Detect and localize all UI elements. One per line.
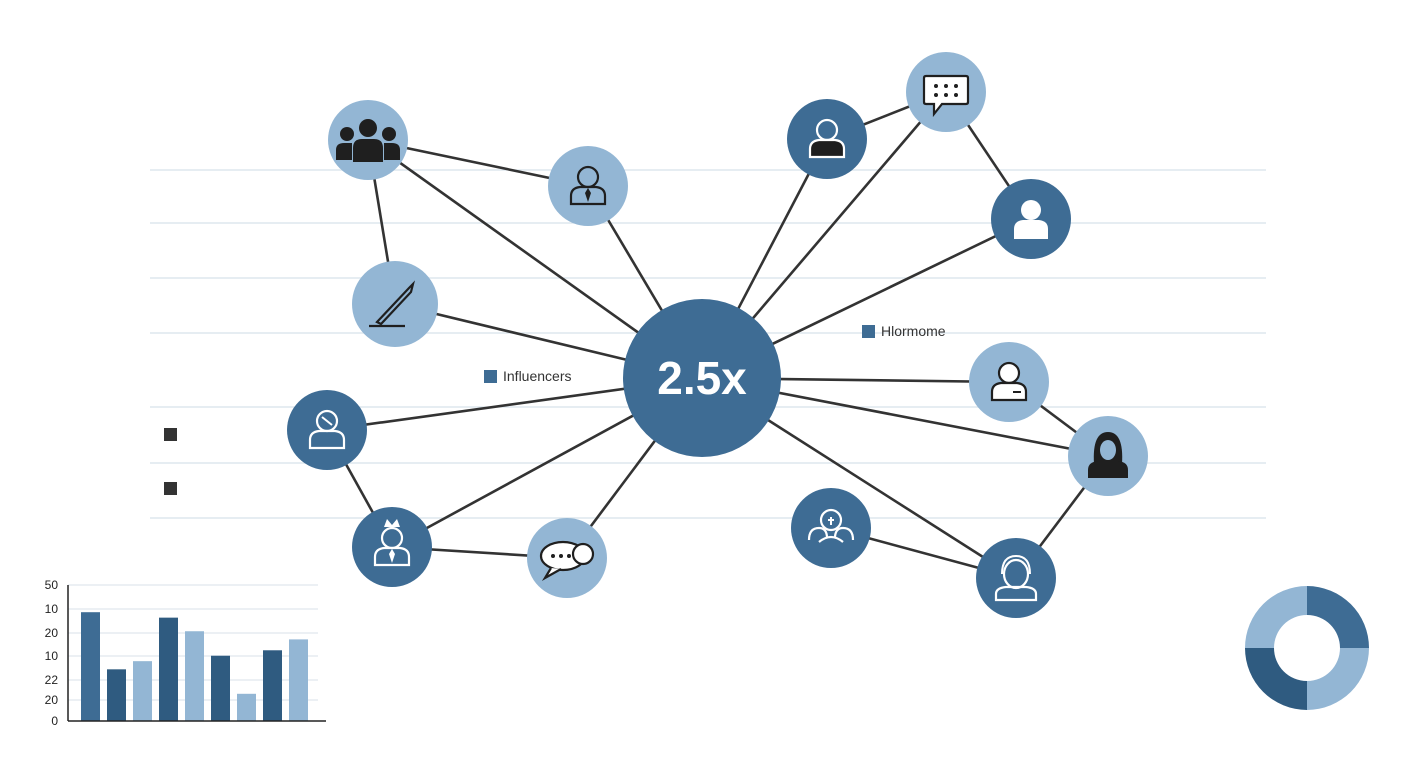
donut-chart xyxy=(1245,586,1369,710)
chart-bar xyxy=(237,693,256,721)
node-circle xyxy=(791,488,871,568)
person-icon xyxy=(808,118,846,159)
chart-bar xyxy=(185,631,204,721)
chart-bar xyxy=(107,669,126,721)
node-pen xyxy=(352,261,438,347)
chart-bar xyxy=(211,655,230,721)
donut-slice xyxy=(1245,586,1307,648)
node-person-right xyxy=(991,179,1071,259)
bar-chart: 50 10 20 10 22 20 0 xyxy=(45,578,326,728)
donut-slice xyxy=(1307,648,1369,710)
legend-marker-right xyxy=(862,325,875,338)
chart-y-tick-label: 22 xyxy=(45,673,59,687)
woman-icon xyxy=(1088,432,1128,478)
legend-label-right: Hlormome xyxy=(881,323,946,339)
chart-y-tick-label: 10 xyxy=(45,602,59,616)
team-icon xyxy=(807,508,855,543)
hub-circle xyxy=(623,299,781,457)
node-worker xyxy=(287,390,367,470)
node-chef xyxy=(352,507,432,587)
person-icon xyxy=(990,361,1028,402)
list-marker xyxy=(164,482,177,495)
chart-y-tick-label: 50 xyxy=(45,578,59,592)
chart-y-tick-label: 20 xyxy=(45,626,59,640)
list-marker xyxy=(164,428,177,441)
group-icon xyxy=(336,119,400,162)
chart-bar xyxy=(289,639,308,721)
chart-bar xyxy=(263,650,282,721)
node-person-top xyxy=(787,99,867,179)
legend-marker-influencers xyxy=(484,370,497,383)
node-person-tie xyxy=(548,146,628,226)
donut-slice xyxy=(1245,648,1307,710)
node-speech xyxy=(527,518,607,598)
node-team xyxy=(791,488,871,568)
chart-bars xyxy=(81,612,308,721)
node-group xyxy=(328,100,408,180)
speech-bubble-icon xyxy=(539,540,595,581)
chef-icon xyxy=(373,519,411,567)
donut-slice xyxy=(1307,586,1369,648)
chart-y-ticks: 50 10 20 10 22 20 0 xyxy=(45,578,59,728)
nodes xyxy=(287,52,1148,618)
chart-bar xyxy=(159,617,178,721)
worker-icon xyxy=(308,409,346,450)
chat-icon xyxy=(922,74,970,118)
node-headset xyxy=(976,538,1056,618)
chart-y-tick-label: 0 xyxy=(51,714,58,728)
headset-icon xyxy=(994,554,1038,602)
node-circle xyxy=(976,538,1056,618)
hub-label: 2.5x xyxy=(657,352,747,404)
chart-y-tick-label: 10 xyxy=(45,649,59,663)
node-chat xyxy=(906,52,986,132)
chart-bar xyxy=(81,612,100,721)
node-person-mid xyxy=(969,342,1049,422)
node-woman xyxy=(1068,416,1148,496)
pen-icon xyxy=(369,280,416,328)
hub-node: 2.5x xyxy=(623,299,781,457)
chart-y-tick-label: 20 xyxy=(45,693,59,707)
chart-bar xyxy=(133,661,152,721)
legend-label-influencers: Influencers xyxy=(503,368,571,384)
person-icon xyxy=(1014,200,1048,239)
